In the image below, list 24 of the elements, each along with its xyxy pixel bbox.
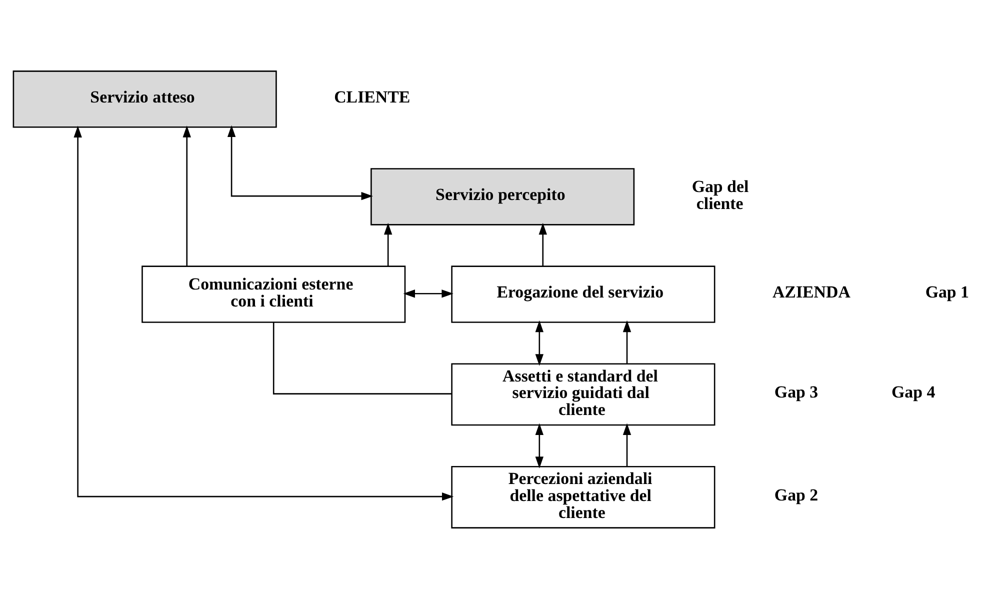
node-box: Erogazione del servizio xyxy=(451,265,716,322)
label: Gap 4 xyxy=(892,382,936,402)
arrow xyxy=(227,124,373,200)
arrow xyxy=(384,222,392,266)
label: Gap 3 xyxy=(774,382,818,402)
label: Gap 2 xyxy=(774,484,818,504)
arrow xyxy=(535,320,544,366)
arrow xyxy=(622,422,632,466)
node-box: Servizio percepito xyxy=(370,168,635,225)
arrow xyxy=(403,289,454,298)
arrow xyxy=(74,125,454,500)
label: Gap del cliente xyxy=(692,176,749,212)
label: Gap 1 xyxy=(925,282,970,301)
arrow xyxy=(182,125,191,266)
label: CLIENTE xyxy=(334,86,410,106)
node-box: Assetti e standard del servizio guidati dal cliente xyxy=(451,362,716,426)
connector xyxy=(272,322,452,394)
arrow xyxy=(622,320,632,364)
arrow xyxy=(535,422,544,468)
arrow xyxy=(538,222,547,266)
node-box: Servizio atteso xyxy=(12,70,277,128)
node-box: Percezioni aziendali delle aspettative del cliente xyxy=(451,466,716,528)
label: AZIENDA xyxy=(772,282,850,301)
node-box: Comunicazioni esterne con i clienti xyxy=(142,265,406,322)
